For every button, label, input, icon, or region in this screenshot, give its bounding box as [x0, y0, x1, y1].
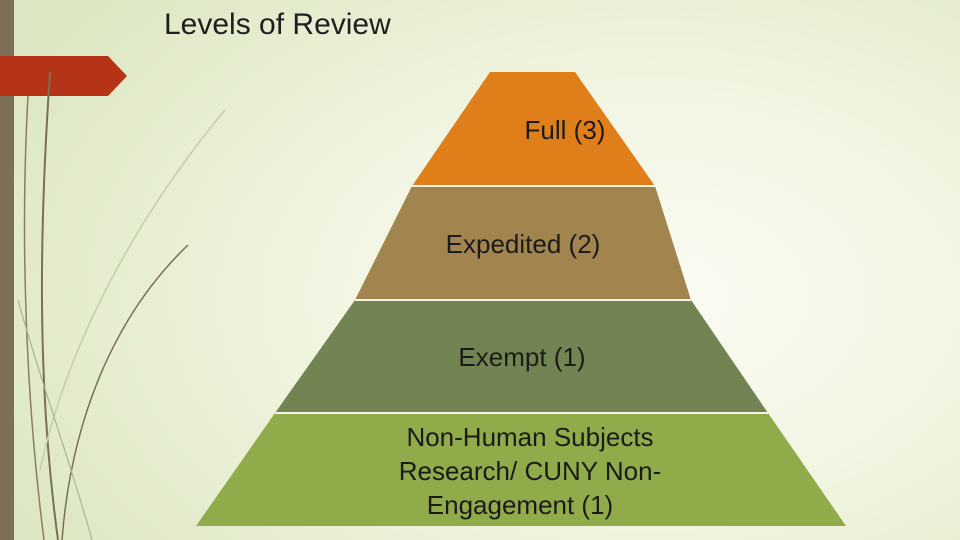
level-label-non-human-line-2: Research/ CUNY Non- — [398, 456, 662, 486]
level-label-full: Full (3) — [524, 115, 606, 145]
pyramid-level-non-human — [196, 413, 846, 526]
pyramid-level-exempt — [275, 300, 768, 413]
left-accent-bar — [0, 0, 14, 540]
pyramid-level-full — [412, 72, 655, 186]
level-label-expedited: Expedited (2) — [445, 229, 601, 259]
title-accent-arrow — [0, 56, 127, 96]
pyramid-level-expedited — [355, 186, 691, 300]
level-label-non-human-line-1: Non-Human Subjects — [406, 422, 654, 452]
slide-title: Levels of Review — [164, 8, 391, 41]
level-label-non-human-line-3: Engagement (1) — [426, 490, 614, 520]
level-label-exempt: Exempt (1) — [458, 342, 586, 372]
